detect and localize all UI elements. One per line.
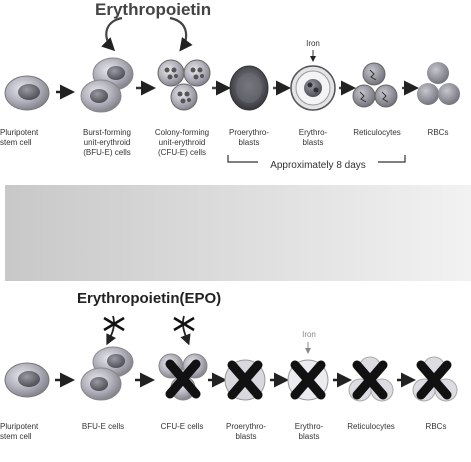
top-title: Erythropoietin	[95, 0, 212, 19]
stage-label-bfu-e-b: BFU-E cells	[81, 422, 125, 431]
epo-arrow-left	[101, 16, 123, 52]
reticulocytes	[352, 62, 398, 108]
stage-label-reticulocytes: Reticulocytes	[353, 128, 401, 137]
stage-label-bfu-e: Burst-forming unit-erythroid (BFU-E) cel…	[82, 128, 131, 157]
epo-blocked-right	[173, 315, 195, 346]
cfu-e-cells	[157, 59, 211, 111]
stage-label-stem-b: Pluripotent stem cell	[0, 422, 39, 441]
stage-label-erythroblasts: Erythro- blasts	[298, 128, 328, 147]
cross-cfu-e	[165, 359, 201, 399]
cross-rbcs	[416, 360, 452, 400]
bfu-e-cells-b	[80, 346, 134, 401]
cross-reticulocytes	[352, 360, 388, 400]
stage-label-proerythroblasts: Proerythro- blasts	[228, 128, 269, 147]
cross-proerythroblast	[227, 360, 263, 400]
epo-arrow-right	[169, 16, 193, 52]
stage-label-reticulocytes-b: Reticulocytes	[347, 422, 395, 431]
pluripotent-stem-cell	[4, 75, 50, 111]
proerythroblast	[229, 65, 269, 111]
cross-erythroblast	[290, 360, 326, 400]
pluripotent-stem-cell-b	[4, 362, 50, 398]
epo-blocked-left	[103, 315, 125, 346]
gray-band	[5, 185, 471, 281]
bottom-title: Erythropoietin(EPO)	[77, 290, 222, 307]
stage-label-rbcs-b: RBCs	[425, 422, 447, 431]
stage-label-proerythroblasts-b: Proerythro- blasts	[225, 422, 266, 441]
rbcs	[417, 62, 460, 105]
stage-label-cfu-e: Colony-forming unit-erythroid (CFU-E) ce…	[154, 128, 210, 157]
iron-label: Iron	[306, 39, 320, 48]
stage-label-cfu-e-b: CFU-E cells	[160, 422, 204, 431]
duration-label: Approximately 8 days	[258, 160, 378, 172]
stage-label-stem: Pluripotent stem cell	[0, 128, 39, 147]
bfu-e-cells	[80, 57, 134, 113]
erythroblast	[290, 65, 336, 111]
stage-label-erythroblasts-b: Erythro- blasts	[294, 422, 324, 441]
stage-label-rbcs: RBCs	[427, 128, 449, 137]
iron-label-b: Iron	[302, 330, 316, 339]
